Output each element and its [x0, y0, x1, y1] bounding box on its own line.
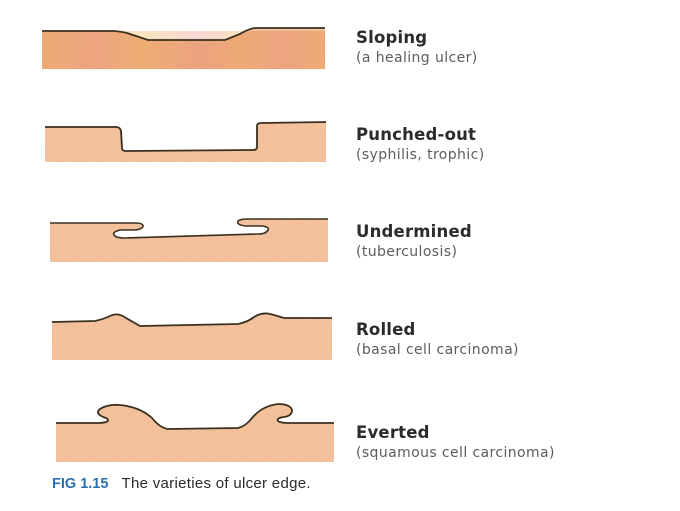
label-title: Rolled — [356, 320, 416, 339]
label-punched-out: Punched-out (syphilis, trophic) — [356, 125, 485, 163]
label-subtitle: (squamous cell carcinoma) — [356, 444, 555, 461]
label-title: Sloping — [356, 28, 428, 47]
sloping-edge-diagram — [42, 27, 325, 69]
label-everted: Everted (squamous cell carcinoma) — [356, 423, 555, 461]
figure-number: FIG 1.15 — [52, 476, 109, 492]
label-subtitle: (syphilis, trophic) — [356, 146, 485, 163]
rolled-edge-diagram — [51, 312, 332, 360]
label-subtitle: (a healing ulcer) — [356, 49, 478, 66]
label-undermined: Undermined (tuberculosis) — [356, 222, 472, 260]
label-title: Everted — [356, 423, 430, 442]
label-sloping: Sloping (a healing ulcer) — [356, 28, 478, 66]
figure-caption-text: The varieties of ulcer edge. — [121, 475, 311, 492]
label-title: Punched-out — [356, 125, 477, 144]
undermined-edge-diagram — [50, 218, 328, 262]
label-title: Undermined — [356, 222, 472, 241]
punched-out-edge-diagram — [45, 121, 327, 162]
label-subtitle: (tuberculosis) — [356, 243, 458, 260]
everted-edge-diagram — [56, 403, 334, 462]
label-subtitle: (basal cell carcinoma) — [356, 341, 519, 358]
label-rolled: Rolled (basal cell carcinoma) — [356, 320, 519, 358]
figure-caption: FIG 1.15 The varieties of ulcer edge. — [52, 473, 311, 492]
